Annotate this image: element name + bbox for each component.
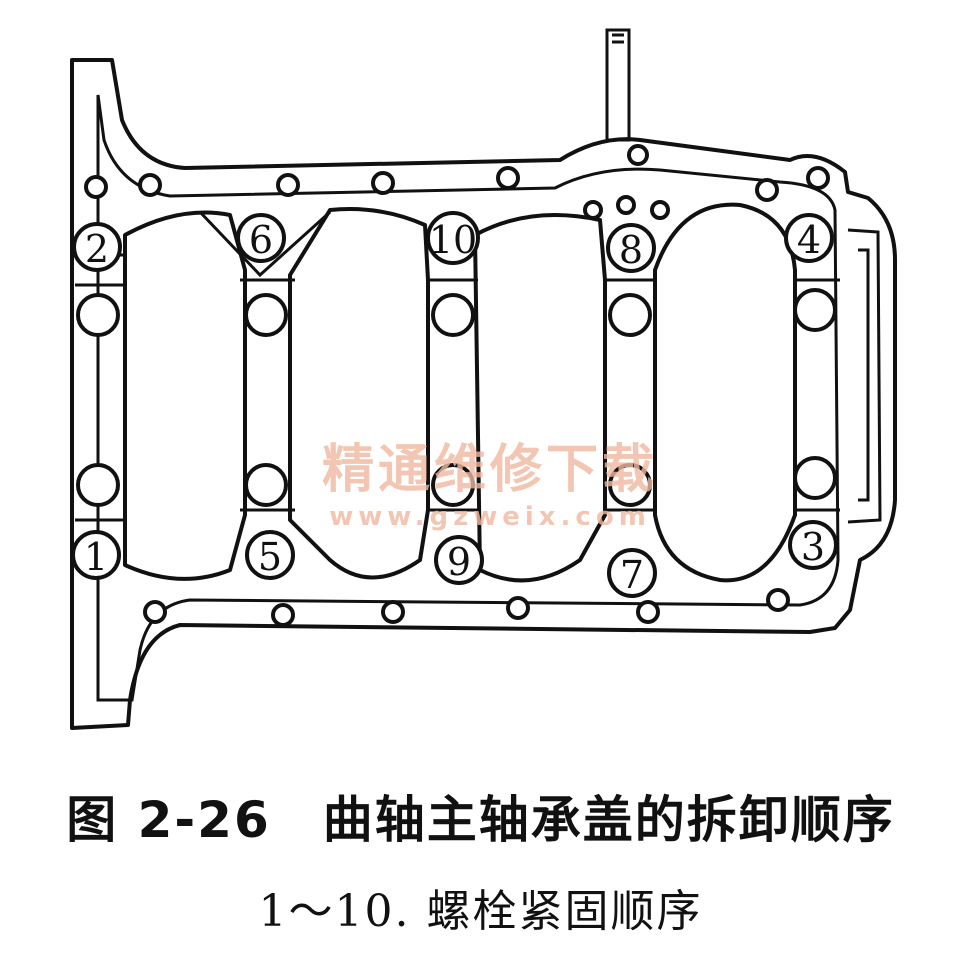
- inner-rim: [96, 94, 840, 702]
- cavity-3: [473, 213, 607, 583]
- bolt-label-4: 4: [797, 218, 821, 262]
- bolt-label-9: 9: [447, 540, 471, 584]
- bolt-3: 3: [788, 520, 838, 570]
- bolt-label-3: 3: [801, 525, 825, 569]
- bolt-10: 10: [426, 211, 480, 265]
- bolt-label-10: 10: [429, 218, 477, 262]
- bearing-cap-diagram: 1 2 3 4 5 6 7 8 9 10: [70, 28, 897, 730]
- side-flange: [847, 228, 882, 524]
- watermark: 精通维修下载 www.gzweix.com: [300, 440, 680, 534]
- bolt-1: 1: [71, 530, 121, 580]
- bolt-9: 9: [434, 535, 484, 585]
- bolt-label-1: 1: [84, 535, 108, 579]
- watermark-text: 精通维修下载: [321, 440, 658, 500]
- bolt-5: 5: [245, 530, 295, 580]
- cavity-1: [123, 210, 247, 581]
- bolt-4: 4: [784, 213, 834, 263]
- perimeter-holes: [84, 144, 830, 627]
- web-holes: [76, 288, 837, 507]
- bolt-2: 2: [72, 222, 122, 272]
- top-tube: [605, 28, 631, 142]
- outer-housing: [70, 58, 897, 730]
- figure-caption-subtitle: 1～10. 螺栓紧固顺序: [258, 886, 703, 937]
- bolt-label-2: 2: [85, 227, 109, 271]
- bolt-8: 8: [606, 223, 656, 273]
- bolt-label-7: 7: [620, 553, 644, 597]
- figure-caption-title: 图 2-26 曲轴主轴承盖的拆卸顺序: [66, 791, 895, 849]
- bolt-label-6: 6: [249, 218, 273, 262]
- cavity-4: [653, 202, 797, 583]
- bolt-6: 6: [236, 213, 286, 263]
- bolt-label-8: 8: [619, 228, 643, 272]
- bolt-7: 7: [607, 548, 657, 598]
- cavity-2: [288, 207, 430, 580]
- bolt-label-5: 5: [258, 535, 282, 579]
- watermark-url: www.gzweix.com: [329, 502, 651, 532]
